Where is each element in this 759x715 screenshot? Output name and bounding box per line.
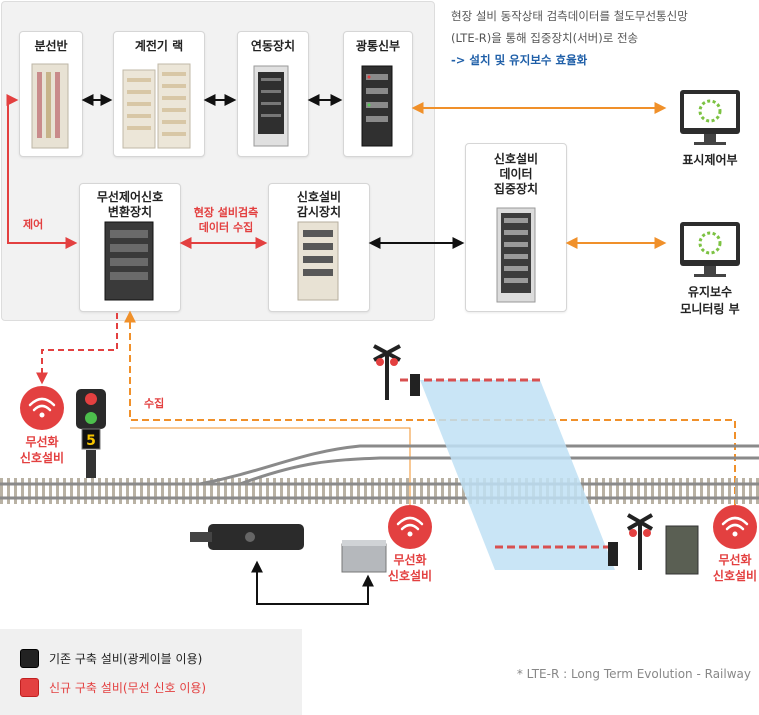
display-control-monitor	[680, 90, 740, 145]
top-note-line-1: 현장 설비 동작상태 검측데이터를 철도무선통신망	[451, 9, 688, 23]
control-line	[6, 94, 78, 249]
maintenance-label-2: 모니터링 부	[680, 302, 740, 316]
monitoring-device-label-1: 신호설비	[296, 190, 342, 204]
data-concentrator-label-2: 데이터	[499, 167, 533, 181]
wireless-icon-left	[20, 386, 64, 430]
legend-existing: 기존 구축 설비(광케이블 이용)	[20, 649, 202, 668]
wireless-left-label-1: 무선화	[25, 435, 59, 449]
crossing-signal-top	[373, 344, 420, 400]
wireless-right-label-2: 신호설비	[712, 569, 758, 583]
top-note-line-2: (LTE-R)을 통해 집중장치(서버)로 전송	[451, 31, 639, 45]
wireless-center-label-1: 무선화	[393, 553, 427, 567]
wireless-converter-cabinet	[104, 221, 154, 301]
distribution-board-label: 분선반	[34, 39, 68, 53]
wireless-center-label-2: 신호설비	[387, 569, 433, 583]
legend-new-label: 신규 구축 설비(무선 신호 이용)	[49, 681, 207, 695]
data-concentrator-cabinet	[496, 207, 536, 303]
relay-rack-label: 계전기 랙	[134, 39, 184, 53]
legend-existing-swatch	[20, 649, 39, 668]
maintenance-label-1: 유지보수	[687, 285, 733, 299]
optical-transmitter-cabinet	[361, 65, 393, 147]
distribution-board-cabinet	[31, 63, 69, 149]
wireless-converter-label-2: 변환장치	[107, 205, 153, 219]
point-machine-link	[251, 560, 374, 605]
data-concentrator-label-1: 신호설비	[493, 152, 539, 166]
point-machine	[190, 524, 304, 550]
crossing-signal-bottom	[608, 513, 699, 575]
display-control-label: 표시제어부	[682, 153, 738, 167]
data-concentrator-label-3: 집중장치	[493, 182, 539, 196]
wireless-right-label-1: 무선화	[718, 553, 752, 567]
top-note-line-3: -> 설치 및 유지보수 효율화	[451, 53, 588, 67]
interlocking-label: 연동장치	[250, 39, 296, 53]
signal-number-plate	[81, 428, 101, 450]
wireless-left-label-2: 신호설비	[19, 451, 65, 465]
signal-number: 5	[86, 433, 96, 449]
wireless-icon-right	[713, 505, 757, 549]
wireless-converter-label-1: 무선제어신호	[96, 190, 164, 204]
gather-label: 수집	[144, 397, 165, 410]
wireless-dashed-line	[36, 313, 118, 385]
legend-new-swatch	[20, 678, 39, 697]
monitoring-device-label-2: 감시장치	[296, 205, 342, 219]
railway-tracks	[0, 444, 759, 504]
crossing-zone	[420, 380, 615, 570]
optical-transmitter-label: 광통신부	[355, 39, 401, 53]
monitoring-device-cabinet	[297, 221, 339, 301]
lte-collect-line	[124, 310, 736, 505]
legend-existing-label: 기존 구축 설비(광케이블 이용)	[49, 652, 203, 666]
maintenance-monitor	[680, 222, 740, 277]
interlocking-cabinet	[253, 65, 289, 147]
control-label: 제어	[23, 218, 44, 231]
collect-label-2: 데이터 수집	[198, 221, 254, 234]
legend: 기존 구축 설비(광케이블 이용) 신규 구축 설비(무선 신호 이용)	[0, 629, 302, 715]
relay-rack-cabinet	[122, 63, 191, 149]
collect-label-1: 현장 설비검측	[193, 206, 259, 219]
footnote: * LTE-R : Long Term Evolution - Railway	[516, 667, 751, 681]
field-signal-light	[76, 389, 106, 478]
wireless-icon-center	[388, 505, 432, 549]
legend-new: 신규 구축 설비(무선 신호 이용)	[20, 678, 206, 697]
